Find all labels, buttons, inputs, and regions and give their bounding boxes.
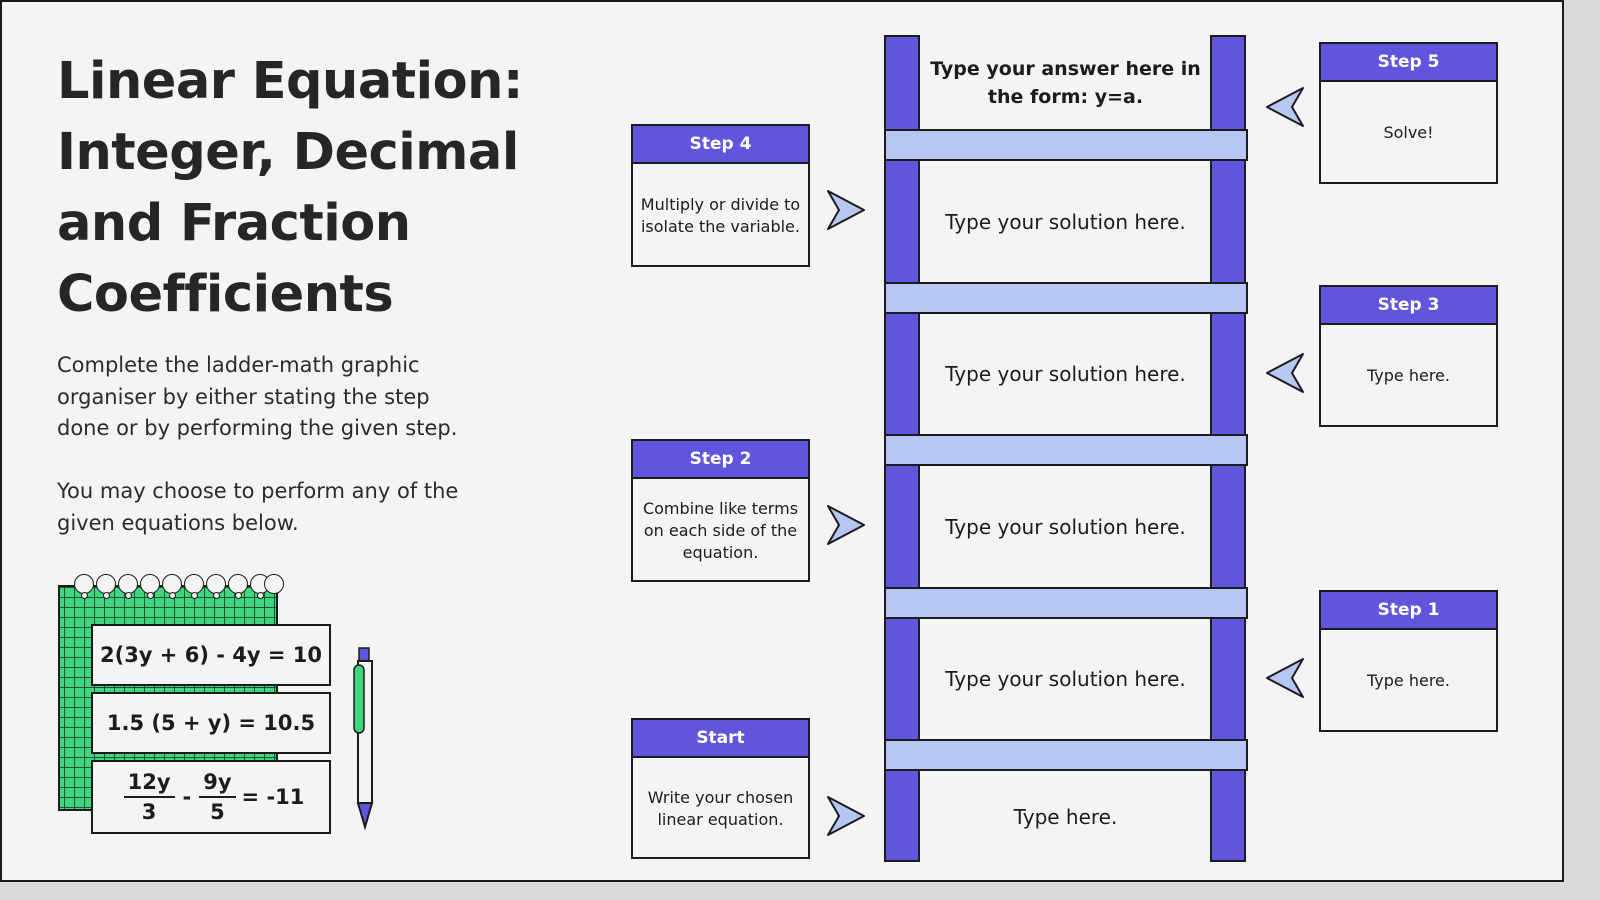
equation-field-start[interactable]: Type here.: [1013, 804, 1118, 829]
step5-label: Step 5: [1321, 44, 1496, 82]
arrow-right-icon: [827, 796, 865, 836]
hole-icon: [235, 592, 242, 599]
answer-line: the form: y=a.: [987, 86, 1144, 108]
solution-field-step4[interactable]: Type your solution here.: [945, 209, 1186, 234]
worksheet-page: Linear Equation: Integer, Decimal and Fr…: [0, 0, 1564, 882]
equation-card[interactable]: 12y 3 - 9y 5 = -11: [91, 760, 331, 834]
hole-icon: [81, 592, 88, 599]
step1-field[interactable]: Type here.: [1321, 630, 1496, 732]
choice-paragraph: You may choose to perform any of the giv…: [57, 476, 507, 539]
equation-card[interactable]: 1.5 (5 + y) = 10.5: [91, 692, 331, 754]
step5-text[interactable]: Solve!: [1321, 82, 1496, 184]
step2-line: on each side of the: [643, 520, 798, 540]
fraction-denominator: 3: [141, 800, 157, 824]
step2-line: Combine like terms: [642, 498, 799, 518]
instructions-paragraph: Complete the ladder-math graphic organis…: [57, 350, 507, 445]
solution-field-step2[interactable]: Type your solution here.: [945, 514, 1186, 539]
start-line: linear equation.: [657, 809, 784, 829]
ring-icon: [228, 574, 248, 594]
step4-card: Step 4 Multiply or divide to isolate the…: [631, 124, 810, 267]
pen-icon: [353, 647, 374, 831]
solution-field-step3[interactable]: Type your solution here.: [945, 362, 1186, 386]
step4-text[interactable]: Multiply or divide to isolate the variab…: [633, 164, 808, 267]
step1-label: Step 1: [1321, 592, 1496, 630]
ring-icon: [162, 574, 182, 594]
ladder-rung: [884, 587, 1248, 619]
ring-icon: [206, 574, 226, 594]
step2-text[interactable]: Combine like terms on each side of the e…: [633, 479, 808, 582]
hole-icon: [169, 592, 176, 599]
instructions-line: done or by performing the given step.: [57, 416, 458, 440]
step5-card: Step 5 Solve!: [1319, 42, 1498, 184]
arrow-left-icon: [1266, 87, 1304, 127]
fraction-numerator: 9y: [199, 768, 236, 798]
hole-icon: [125, 592, 132, 599]
fraction-denominator: 5: [210, 800, 225, 824]
minus-sign: -: [182, 785, 192, 809]
hole-icon: [257, 592, 264, 599]
equation-card[interactable]: 2(3y + 6) - 4y = 10: [91, 624, 331, 686]
start-text[interactable]: Write your chosen linear equation.: [633, 758, 808, 859]
ring-icon: [74, 574, 94, 594]
step4-label: Step 4: [633, 126, 808, 164]
hole-icon: [147, 592, 154, 599]
step3-line: Type here.: [1367, 366, 1450, 385]
hole-icon: [213, 592, 220, 599]
step1-card: Step 1 Type here.: [1319, 590, 1498, 732]
step1-line: Type here.: [1367, 671, 1450, 690]
answer-line: Type your answer here in: [930, 58, 1201, 80]
instructions-line: organiser by either stating the step: [57, 384, 430, 409]
title-line: and Fraction: [57, 194, 411, 253]
ring-icon: [140, 574, 160, 594]
start-label: Start: [633, 720, 808, 758]
hole-icon: [103, 592, 110, 599]
arrow-left-icon: [1266, 658, 1304, 698]
start-line: Write your chosen: [647, 787, 794, 807]
title-line: Coefficients: [57, 265, 394, 324]
fraction: 12y 3: [123, 768, 175, 826]
arrow-left-icon: [1266, 353, 1304, 393]
ring-icon: [118, 574, 138, 594]
fraction-numerator: 12y: [123, 768, 175, 798]
fraction: 9y 5: [199, 768, 236, 826]
equation-rhs: = -11: [241, 785, 305, 809]
answer-field[interactable]: Type your answer here in the form: y=a.: [920, 37, 1211, 129]
step2-card: Step 2 Combine like terms on each side o…: [631, 439, 810, 582]
step4-line: Multiply or divide to: [640, 194, 801, 214]
ladder-rung: [884, 282, 1248, 314]
ladder-rung: [884, 739, 1248, 771]
ring-icon: [96, 574, 116, 594]
step3-field[interactable]: Type here.: [1321, 325, 1496, 427]
step5-line: Solve!: [1383, 123, 1434, 142]
choice-line: You may choose to perform any of the: [57, 479, 459, 503]
ring-icon: [264, 574, 284, 594]
title-line: Linear Equation:: [57, 52, 523, 111]
step3-card: Step 3 Type here.: [1319, 285, 1498, 427]
solution-field-step1[interactable]: Type your solution here.: [945, 667, 1186, 691]
page-title: Linear Equation: Integer, Decimal and Fr…: [57, 46, 577, 330]
start-card: Start Write your chosen linear equation.: [631, 718, 810, 859]
step3-label: Step 3: [1321, 287, 1496, 325]
instructions-line: Complete the ladder-math graphic: [57, 353, 420, 377]
equation-text: 2(3y + 6) - 4y = 10: [99, 643, 323, 667]
title-line: Integer, Decimal: [57, 123, 519, 182]
step4-line: isolate the variable.: [640, 216, 800, 236]
arrow-right-icon: [827, 505, 865, 545]
equation-text: 1.5 (5 + y) = 10.5: [106, 711, 316, 735]
hole-icon: [191, 592, 198, 599]
arrow-right-icon: [827, 190, 865, 230]
step2-label: Step 2: [633, 441, 808, 479]
ladder-rung: [884, 434, 1248, 466]
ring-icon: [184, 574, 204, 594]
step2-line: equation.: [682, 542, 759, 562]
ladder-rung: [884, 129, 1248, 161]
choice-line: given equations below.: [57, 510, 299, 535]
